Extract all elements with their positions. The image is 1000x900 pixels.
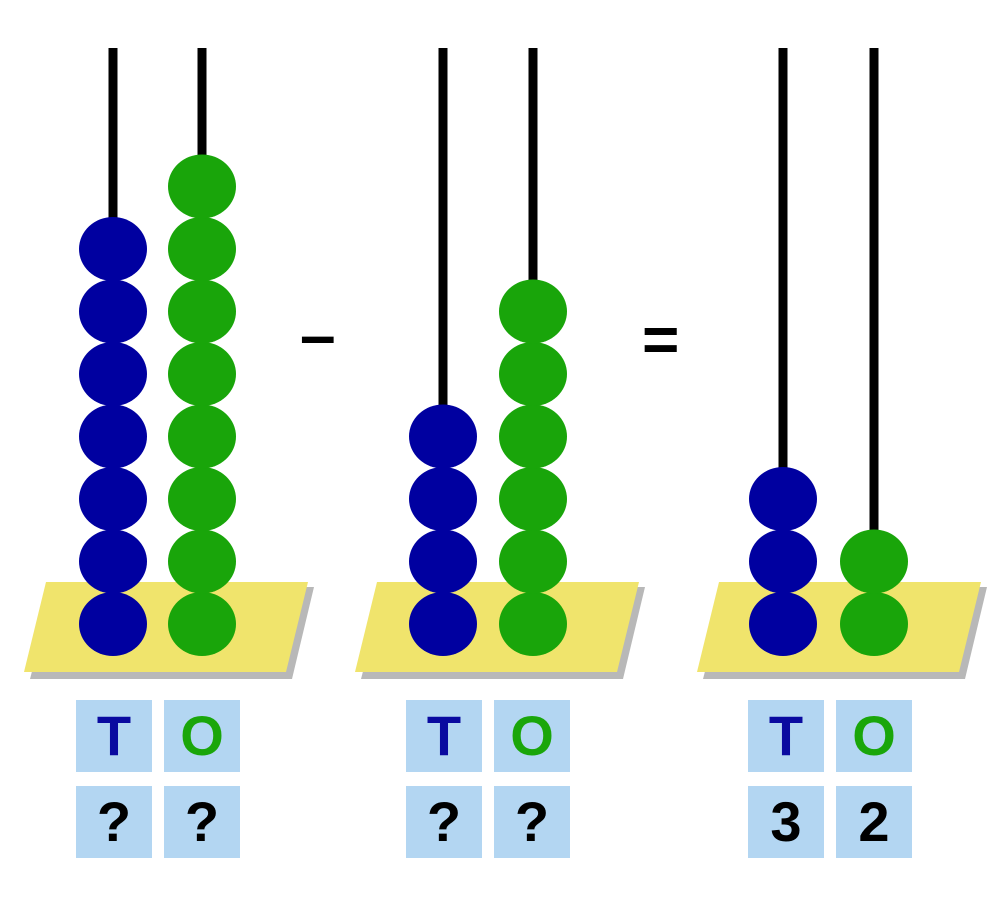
abacus-1-tens-label: T (76, 700, 152, 772)
abacus-2-ones-bead (499, 404, 567, 469)
abacus-2-tens-bead (409, 467, 477, 531)
abacus-2-ones-value: ? (494, 786, 570, 858)
equals-sign: = (642, 303, 680, 375)
abacus-2-ones-bead (499, 467, 567, 531)
abacus-1-ones-bead (168, 217, 236, 281)
abacus-3-tens-bead (749, 529, 817, 594)
abacus-1-ones-bead (168, 467, 236, 531)
abacus-3-base (697, 582, 981, 672)
abacus-1-ones-value: ? (164, 786, 240, 858)
abacus-3-ones-label: O (836, 700, 912, 772)
abacus-2-tens-bead (409, 529, 477, 594)
abacus-1-ones-label: O (164, 700, 240, 772)
minus-sign: – (300, 299, 336, 371)
abacus-3-tens-bead (749, 467, 817, 531)
abacus-2-ones-bead (499, 342, 567, 406)
abacus-3-ones-value: 2 (836, 786, 912, 858)
abacus-2-tens-label: T (406, 700, 482, 772)
abacus-1-tens-bead (79, 404, 147, 469)
abacus-1-ones-bead (168, 279, 236, 344)
abacus-1-base (24, 582, 308, 672)
abacus-1-tens-bead (79, 467, 147, 531)
abacus-3-ones-bead (840, 592, 908, 656)
abacus-1-ones-bead (168, 404, 236, 469)
abacus-1-tens-bead (79, 592, 147, 656)
abacus-1-tens-value: ? (76, 786, 152, 858)
abacus-1-ones-bead (168, 342, 236, 406)
abacus-2-ones-bead (499, 279, 567, 344)
abacus-2-base (355, 582, 639, 672)
abacus-2-tens-bead (409, 592, 477, 656)
abacus-1-tens-bead (79, 279, 147, 344)
abacus-2-ones-bead (499, 592, 567, 656)
abacus-3-tens-label: T (748, 700, 824, 772)
abacus-3-tens-bead (749, 592, 817, 656)
abacus-1-ones-bead (168, 154, 236, 219)
abacus-3-tens-value: 3 (748, 786, 824, 858)
abacus-1-ones-bead (168, 529, 236, 594)
abacus-1-tens-bead (79, 342, 147, 406)
abacus-1-tens-bead (79, 529, 147, 594)
abacus-2-ones-label: O (494, 700, 570, 772)
abacus-2-tens-value: ? (406, 786, 482, 858)
abacus-1-tens-bead (79, 217, 147, 281)
abacus-2-tens-bead (409, 404, 477, 469)
abacus-1-ones-bead (168, 592, 236, 656)
abacus-2-ones-bead (499, 529, 567, 594)
abacus-3-ones-bead (840, 529, 908, 594)
